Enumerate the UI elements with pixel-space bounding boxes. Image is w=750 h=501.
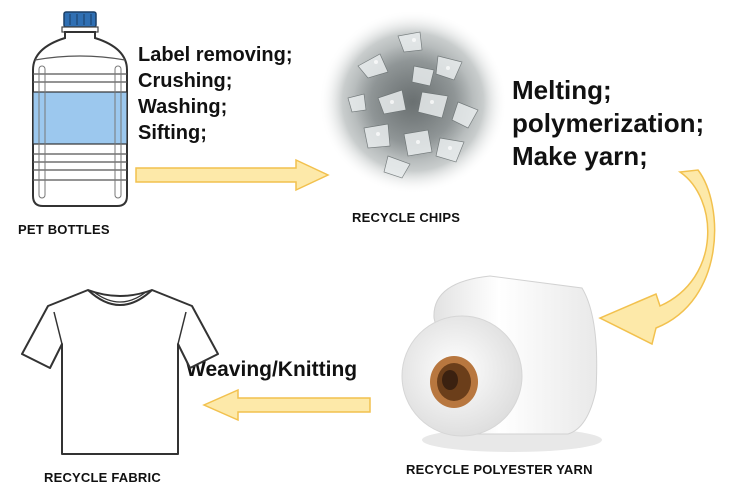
chips-process-steps: Melting; polymerization; Make yarn;	[512, 74, 704, 173]
pet-bottles-caption: PET BOTTLES	[18, 222, 110, 237]
step-make-yarn: Make yarn;	[512, 141, 648, 171]
recycle-yarn-caption: RECYCLE POLYESTER YARN	[406, 462, 593, 477]
yarn-cone-photo	[401, 275, 602, 452]
pet-bottle	[25, 8, 135, 213]
recycle-chips	[318, 6, 508, 196]
arrow-to-fabric	[202, 388, 371, 422]
step-washing: Washing;	[138, 96, 228, 118]
recycle-fabric-caption: RECYCLE FABRIC	[44, 470, 161, 485]
step-polymerization: polymerization;	[512, 108, 705, 138]
recycle-fabric	[18, 284, 223, 460]
bottles-process-steps: Label removing; Crushing; Washing; Sifti…	[138, 42, 292, 146]
t-shirt-outline-icon	[21, 289, 219, 455]
arrow-to-yarn	[598, 169, 716, 346]
recycle-yarn	[392, 258, 604, 456]
plastic-chips-photo	[319, 10, 507, 194]
weaving-knitting-label: Weaving/Knitting	[186, 358, 358, 381]
step-sifting: Sifting;	[138, 122, 207, 144]
arrow-to-chips	[135, 158, 330, 192]
step-label-removing: Label removing;	[138, 44, 293, 66]
water-bottle-icon	[32, 11, 128, 207]
step-crushing: Crushing;	[138, 70, 233, 92]
step-melting: Melting;	[512, 75, 612, 105]
recycle-chips-caption: RECYCLE CHIPS	[352, 210, 461, 225]
